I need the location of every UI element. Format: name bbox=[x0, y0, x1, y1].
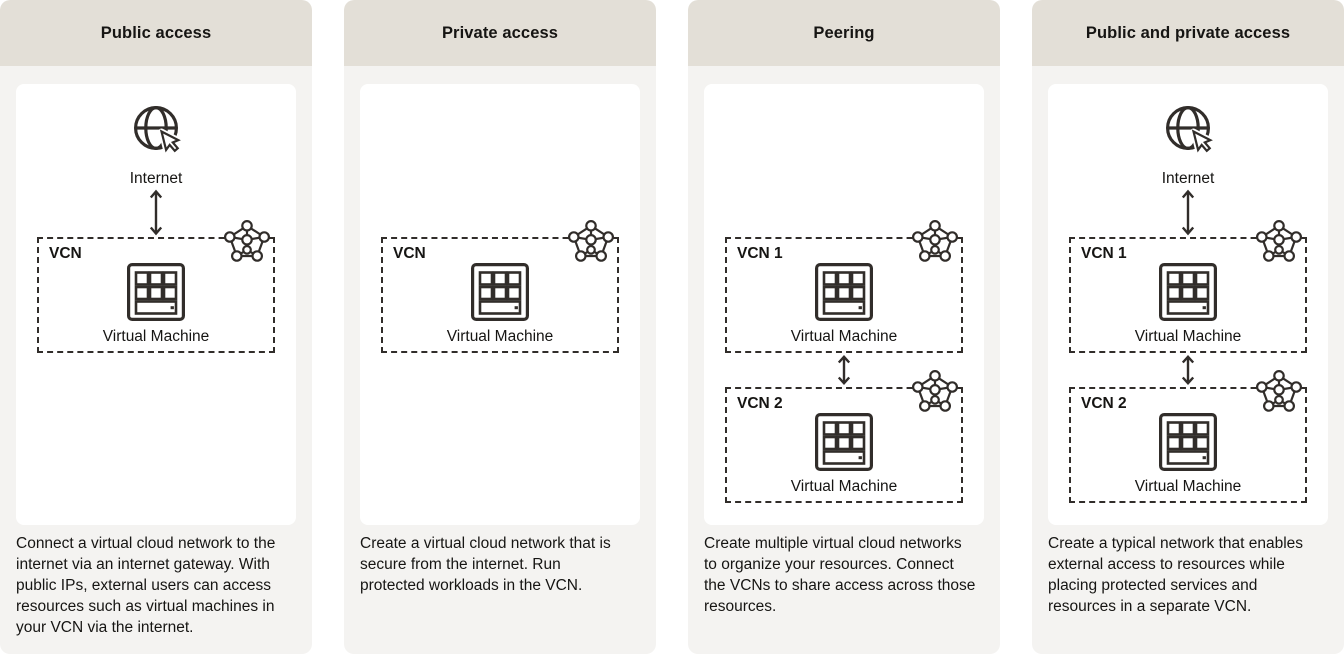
vcn-network-icon bbox=[1256, 219, 1302, 263]
virtual-machine-icon bbox=[814, 262, 874, 322]
double-arrow-icon bbox=[148, 188, 164, 237]
internet-label: Internet bbox=[1161, 170, 1215, 187]
diagram-card: Internet VCN Virtual Machine bbox=[16, 84, 296, 525]
virtual-machine-icon bbox=[1158, 262, 1218, 322]
vcn-box-1: VCN 1 Virtual Machine bbox=[725, 219, 963, 353]
vm-label: Virtual Machine bbox=[446, 328, 554, 345]
vcn-label: VCN 2 bbox=[1081, 395, 1127, 412]
panel-description: Create a typical network that enables ex… bbox=[1048, 535, 1304, 615]
vcn-label: VCN bbox=[49, 245, 82, 262]
double-arrow-icon bbox=[836, 354, 852, 386]
vcn-network-icon bbox=[224, 219, 270, 263]
vcn-network-icon bbox=[912, 369, 958, 413]
vcn-label: VCN 1 bbox=[737, 245, 783, 262]
internet-globe-icon bbox=[132, 104, 180, 156]
panel-peering: Peering VCN 1 Virtual Machine VCN 2 bbox=[688, 0, 1000, 654]
vcn-label: VCN 2 bbox=[737, 395, 783, 412]
vcn-box-2: VCN 2 Virtual Machine bbox=[1069, 369, 1307, 503]
panel-header: Peering bbox=[688, 0, 1000, 66]
panel-header: Public access bbox=[0, 0, 312, 66]
vcn-network-icon bbox=[1256, 369, 1302, 413]
virtual-machine-icon bbox=[470, 262, 530, 322]
panel-public-access: Public access Internet VCN Virtual Machi… bbox=[0, 0, 312, 654]
diagram-card: VCN Virtual Machine bbox=[360, 84, 640, 525]
double-arrow-icon bbox=[1180, 354, 1196, 386]
panel-title: Public and private access bbox=[1085, 23, 1291, 42]
panel-header: Public and private access bbox=[1032, 0, 1344, 66]
internet-label: Internet bbox=[129, 170, 183, 187]
vm-label: Virtual Machine bbox=[102, 328, 210, 345]
panel-header: Private access bbox=[344, 0, 656, 66]
internet-globe-icon bbox=[1164, 104, 1212, 156]
vcn-network-icon bbox=[912, 219, 958, 263]
virtual-machine-icon bbox=[814, 412, 874, 472]
panel-description: Connect a virtual cloud network to the i… bbox=[16, 535, 276, 636]
panel-description: Create a virtual cloud network that is s… bbox=[360, 535, 611, 594]
vcn-box: VCN Virtual Machine bbox=[381, 219, 619, 353]
diagram-card: VCN 1 Virtual Machine VCN 2 bbox=[704, 84, 984, 525]
vm-label: Virtual Machine bbox=[1134, 478, 1242, 495]
panel-private-access: Private access VCN Virtual Machine Creat… bbox=[344, 0, 656, 654]
panel-public-and-private-access: Public and private access Internet VCN 1… bbox=[1032, 0, 1344, 654]
diagram-card: Internet VCN 1 Virtual Machine VCN 2 bbox=[1048, 84, 1328, 525]
vm-label: Virtual Machine bbox=[790, 478, 898, 495]
vcn-box-1: VCN 1 Virtual Machine bbox=[1069, 219, 1307, 353]
panel-title: Public access bbox=[100, 23, 212, 42]
virtual-machine-icon bbox=[1158, 412, 1218, 472]
double-arrow-icon bbox=[1180, 188, 1196, 237]
vcn-label: VCN 1 bbox=[1081, 245, 1127, 262]
panel-title: Peering bbox=[813, 23, 875, 42]
vcn-label: VCN bbox=[393, 245, 426, 262]
vm-label: Virtual Machine bbox=[1134, 328, 1242, 345]
vcn-network-icon bbox=[568, 219, 614, 263]
panel-description: Create multiple virtual cloud networks t… bbox=[704, 535, 976, 615]
vm-label: Virtual Machine bbox=[790, 328, 898, 345]
panel-title: Private access bbox=[441, 23, 559, 42]
vcn-box: VCN Virtual Machine bbox=[37, 219, 275, 353]
virtual-machine-icon bbox=[126, 262, 186, 322]
vcn-box-2: VCN 2 Virtual Machine bbox=[725, 369, 963, 503]
